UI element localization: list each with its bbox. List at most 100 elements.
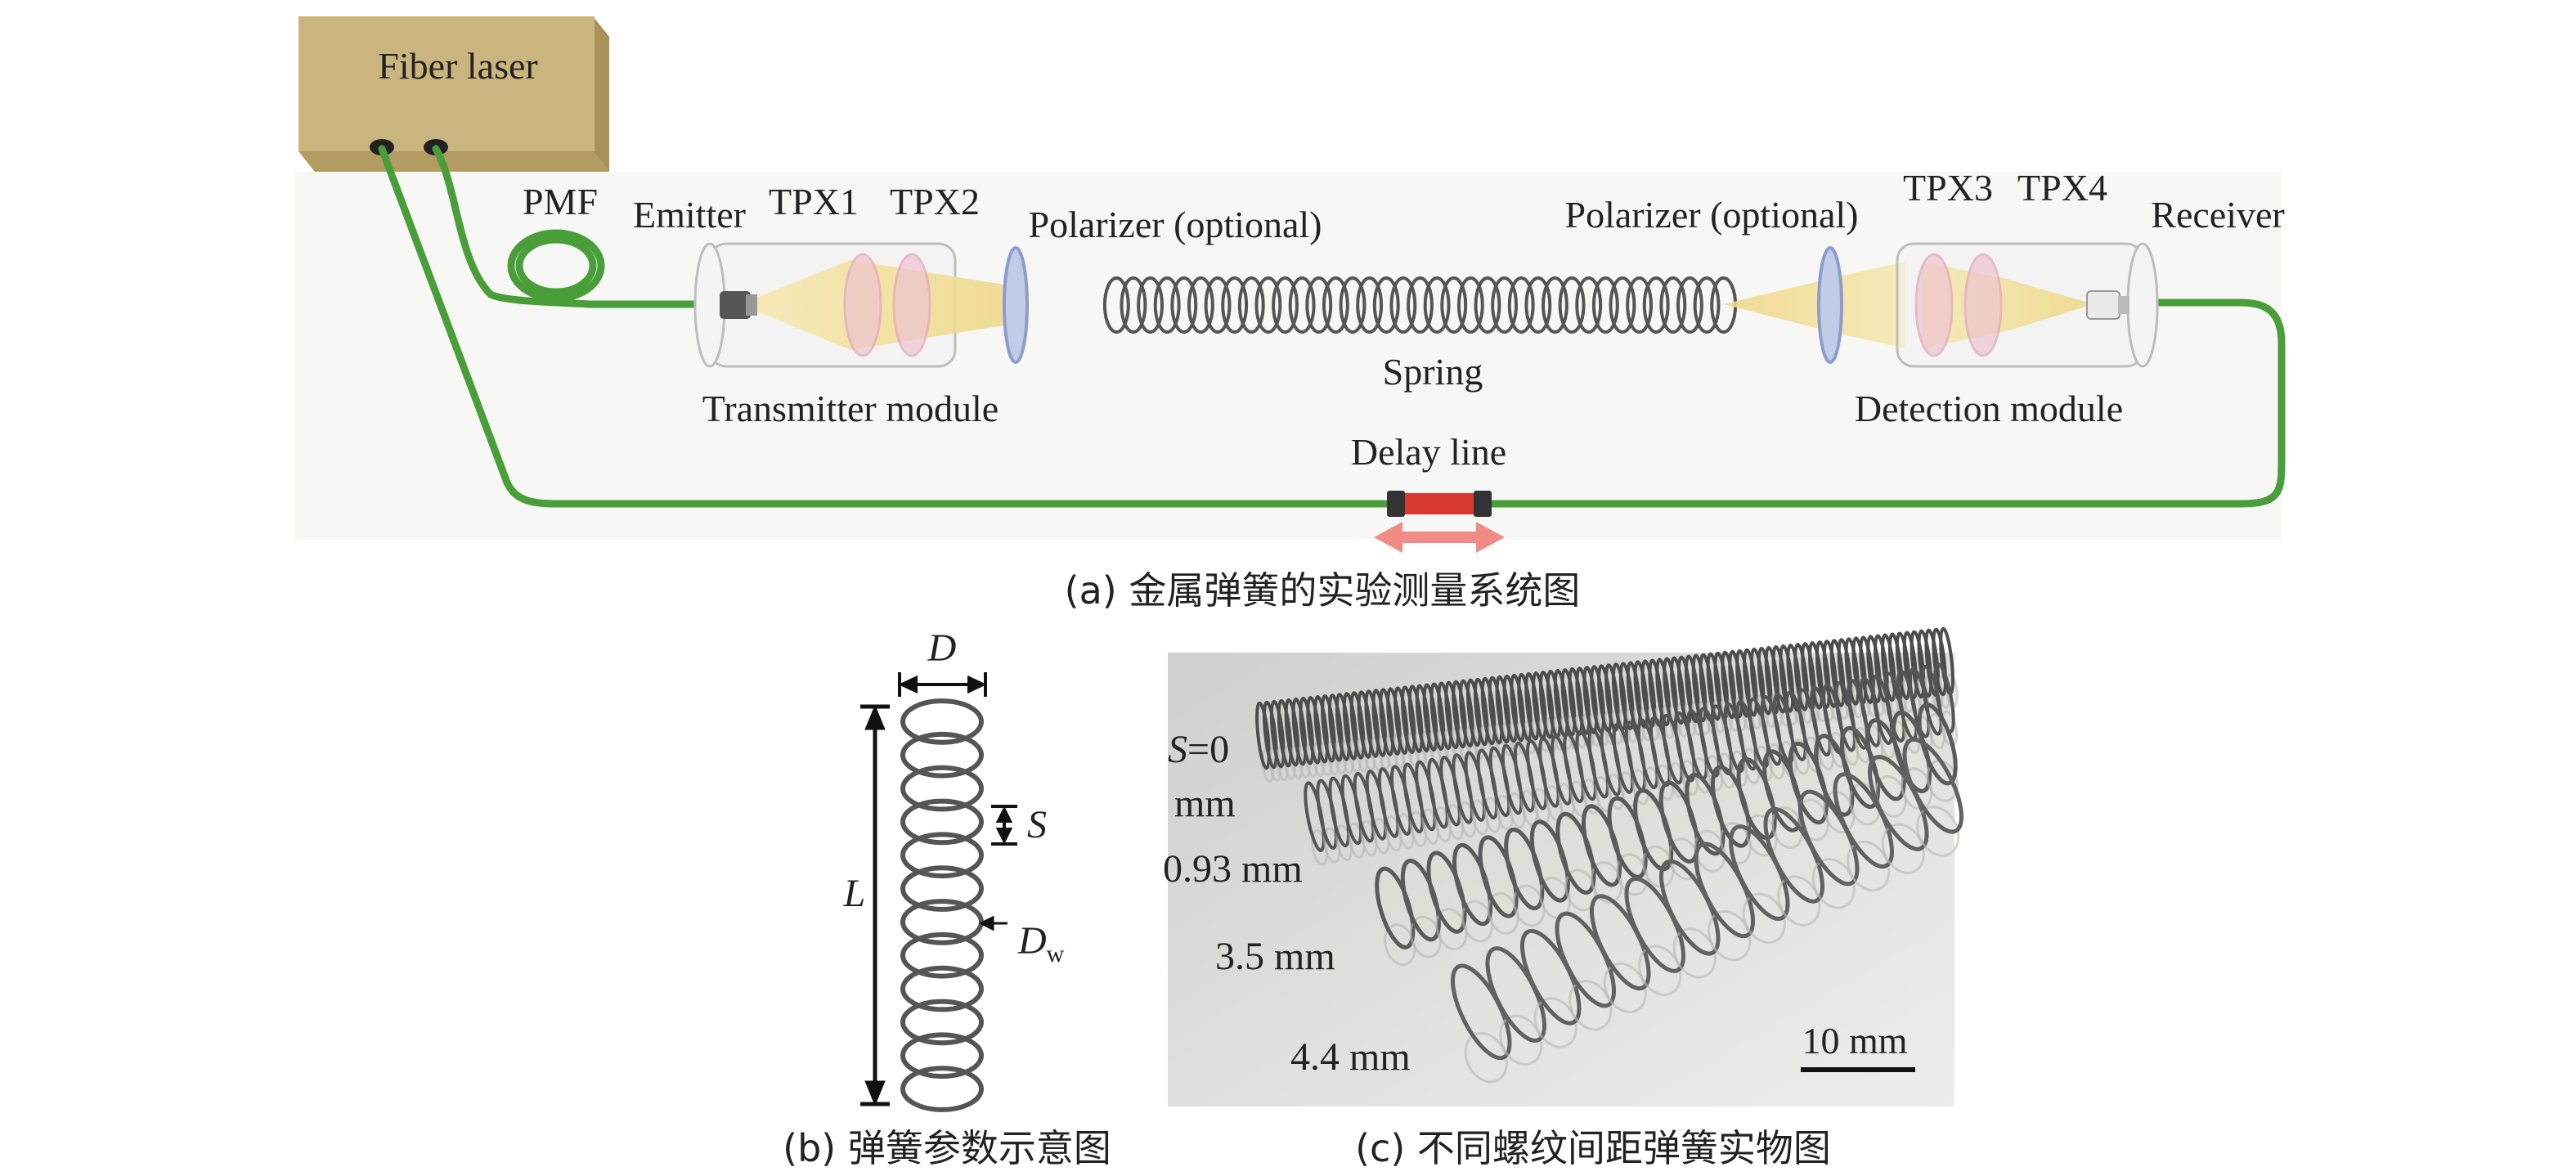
spring-coil xyxy=(1288,276,1316,334)
label-35: 3.5 mm xyxy=(1215,935,1335,978)
photo-coil xyxy=(1917,629,1933,698)
spring-coil xyxy=(1491,276,1519,334)
photo-coil xyxy=(1335,693,1351,761)
schematic-coil xyxy=(900,999,984,1046)
photo-coil xyxy=(1407,685,1424,753)
photo-coil xyxy=(1902,737,1964,834)
spring-coil xyxy=(1440,276,1468,334)
photo-coil xyxy=(1459,679,1474,748)
transmitter-module-label: Transmitter module xyxy=(702,388,999,429)
fiber-laser-label: Fiber laser xyxy=(378,45,537,87)
photo-coil xyxy=(1386,687,1402,756)
l-dimension xyxy=(860,704,890,1106)
photo-coil xyxy=(1670,656,1685,725)
delay-arrow xyxy=(1374,522,1505,553)
detection-module xyxy=(1724,242,2159,368)
polarizer-left-label: Polarizer (optional) xyxy=(1029,204,1322,245)
photo-coil xyxy=(1277,698,1293,768)
spring-coil xyxy=(1356,276,1384,334)
photo-coil xyxy=(1379,688,1395,756)
delay-line-label: Delay line xyxy=(1351,431,1506,473)
lens-tpx1 xyxy=(843,253,882,357)
photo-coil xyxy=(1706,652,1722,721)
spring-coil xyxy=(1659,276,1687,334)
photo-coil xyxy=(1400,685,1416,754)
l-label: L xyxy=(843,872,866,915)
photo-coil xyxy=(1444,680,1461,750)
receiver-head xyxy=(2086,290,2120,320)
photo-coil xyxy=(1618,662,1635,730)
spring-coil xyxy=(1524,276,1552,334)
schematic-coil xyxy=(900,698,984,745)
photo-coil xyxy=(1735,649,1751,718)
schematic-coil xyxy=(900,731,984,779)
photo-coil xyxy=(1808,641,1824,710)
spring-coil xyxy=(1642,276,1670,334)
fiber-laser-box: Fiber laser xyxy=(298,16,609,172)
caption-a: (a) 金属弹簧的实验测量系统图 xyxy=(1065,568,1581,613)
spring-coil xyxy=(1322,276,1349,334)
photo-coil xyxy=(1895,631,1911,701)
spring-coil xyxy=(1474,276,1501,334)
dw-pointer xyxy=(978,915,1008,931)
spring-coil xyxy=(1254,276,1282,334)
tpx2-label: TPX2 xyxy=(890,181,980,222)
photo-coil xyxy=(1721,650,1737,720)
photo-coil xyxy=(1437,681,1453,751)
schematic-coil xyxy=(900,832,984,879)
photo-coil xyxy=(1779,644,1795,713)
reference-fiber xyxy=(378,145,1394,508)
photo-coil xyxy=(1786,644,1802,712)
spring-coil xyxy=(1170,276,1198,334)
photo-coil xyxy=(1452,680,1467,749)
photo-coil xyxy=(1480,676,1497,746)
photo-coil xyxy=(1393,686,1409,755)
photo-coil xyxy=(1771,644,1788,714)
photo-coil xyxy=(1757,646,1773,716)
photo-coil xyxy=(1466,678,1482,747)
photo-coil xyxy=(1342,692,1358,761)
schematic-coil xyxy=(900,798,984,846)
d-dimension xyxy=(898,672,987,697)
spring-coil xyxy=(1153,276,1181,334)
spring-coil xyxy=(1456,276,1484,334)
photo-coil xyxy=(1364,689,1380,758)
d-label: D xyxy=(927,626,957,670)
spring-coil xyxy=(1272,276,1299,334)
lens-tpx3 xyxy=(1914,253,1954,357)
schematic-coil xyxy=(900,865,984,912)
spring-coil xyxy=(1407,276,1434,334)
photo-coil xyxy=(1517,672,1533,742)
polarizer-left xyxy=(1003,246,1029,364)
emitter-head xyxy=(720,291,751,319)
spring-coil xyxy=(1204,276,1232,334)
spring-coil xyxy=(1137,276,1164,334)
delay-line xyxy=(1374,491,1505,553)
photo-coil xyxy=(1306,695,1322,765)
spring-coil xyxy=(1542,276,1568,334)
photo-coil xyxy=(1502,674,1519,743)
scale-bar-label: 10 mm xyxy=(1802,1020,1907,1062)
spring-coil xyxy=(1558,276,1586,334)
spring-coil xyxy=(1591,276,1619,334)
receiver-fiber xyxy=(1484,298,2286,508)
photo-coil xyxy=(1822,640,1838,708)
photo-coil xyxy=(1560,668,1577,737)
caption-b: (b) 弹簧参数示意图 xyxy=(783,1126,1111,1170)
photo-coil xyxy=(1262,700,1278,770)
spring-coil xyxy=(1389,276,1417,334)
spring-coil xyxy=(1305,276,1333,334)
pmf-label: PMF xyxy=(523,181,598,222)
photo-coil xyxy=(1313,694,1329,764)
spring-coil xyxy=(1372,276,1400,334)
spring-schematic xyxy=(900,698,984,1112)
schematic-coil xyxy=(900,765,984,812)
photo-coil xyxy=(1495,675,1511,744)
spring-label: Spring xyxy=(1383,351,1483,393)
schematic-coil xyxy=(900,1066,984,1112)
spring xyxy=(1102,276,1738,334)
photo-coil xyxy=(1321,694,1336,763)
photo-coil xyxy=(1829,639,1846,707)
spring-coil xyxy=(1187,276,1214,334)
photo-coil xyxy=(1728,649,1744,719)
